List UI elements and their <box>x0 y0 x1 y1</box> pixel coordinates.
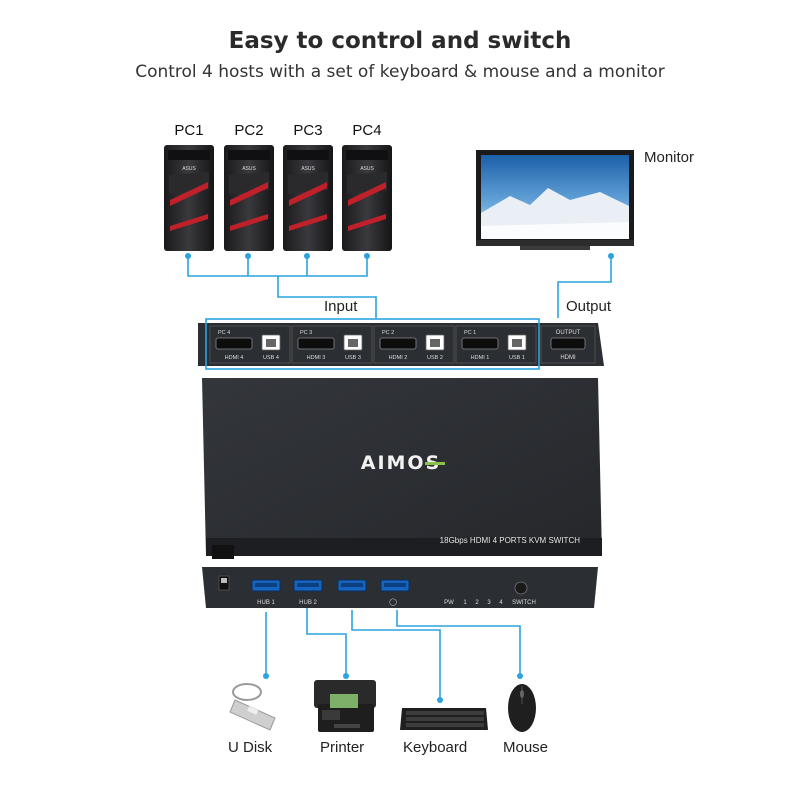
front-usb-port-2: HUB 2 <box>293 579 323 606</box>
front-usb-port-4 <box>380 579 410 592</box>
rear-ports: PC 4 HDMI 4 USB 4 PC 3 HDMI 3 USB 3 PC 2 HDMI 2… <box>209 325 537 364</box>
rear-port-group-2: PC 3 HDMI 3 USB 3 <box>291 325 373 364</box>
pc-tower-4: ASUS <box>342 145 392 251</box>
rear-port-group-3: PC 2 HDMI 2 USB 2 <box>373 325 455 364</box>
monitor-label: Monitor <box>644 149 695 166</box>
indicator-label: 3 <box>487 600 491 606</box>
rear-usb-label: USB 2 <box>427 355 443 361</box>
output-hdmi-port <box>550 337 586 350</box>
keyboard-icon <box>400 708 488 730</box>
indicator-label: PW <box>444 600 454 606</box>
pc-label-2: PC2 <box>234 122 264 139</box>
pc-label-3: PC3 <box>293 122 323 139</box>
connection-dots <box>185 253 614 703</box>
kvm-switch-body: AIMOS 18Gbps HDMI 4 PORTS KVM SWITCH <box>202 378 602 559</box>
front-panel: HUB 1 HUB 2 ◯ PW 1 2 3 4 SWITCH <box>202 567 598 608</box>
brand-logo: AIMOS <box>361 452 442 474</box>
rear-port-group-1: PC 4 HDMI 4 USB 4 <box>209 325 291 364</box>
mouse-peripheral-icon <box>508 684 536 732</box>
pc-tower-3: ASUS <box>283 145 333 251</box>
rear-port-pc-label: PC 4 <box>218 330 230 336</box>
pc-brand-badge: ASUS <box>360 166 374 172</box>
hdmi-port <box>461 337 499 350</box>
mouse-icon: ◯ <box>389 598 397 606</box>
page-title: Easy to control and switch <box>228 28 572 54</box>
pc-tower-1: ASUS <box>164 145 214 251</box>
pc-brand-badge: ASUS <box>242 166 256 172</box>
front-usb-port-3 <box>337 579 367 592</box>
printer-icon <box>314 680 376 732</box>
output-label: Output <box>566 298 612 315</box>
rear-port-pc-label: PC 3 <box>300 330 312 336</box>
rear-port-group-4: PC 1 HDMI 1 USB 1 <box>455 325 537 364</box>
page-subtitle: Control 4 hosts with a set of keyboard &… <box>135 62 665 82</box>
rear-hdmi-label: HDMI 2 <box>389 355 408 361</box>
output-port-label: HDMI <box>560 355 576 361</box>
rear-usb-label: USB 1 <box>509 355 525 361</box>
switch-label: SWITCH <box>512 600 536 606</box>
front-indicators: PW 1 2 3 4 <box>444 600 503 606</box>
output-port-title: OUTPUT <box>556 330 581 336</box>
connection-lines <box>187 256 612 700</box>
pc-tower-2: ASUS <box>224 145 274 251</box>
rear-port-pc-label: PC 2 <box>382 330 394 336</box>
rear-port-pc-label: PC 1 <box>464 330 476 336</box>
hdmi-port <box>297 337 335 350</box>
input-label: Input <box>324 298 358 315</box>
indicator-label: 4 <box>499 600 503 606</box>
peripheral-label-keyboard: Keyboard <box>403 739 468 756</box>
rear-usb-label: USB 3 <box>345 355 361 361</box>
peripheral-label-printer: Printer <box>320 739 365 756</box>
rear-panel: PC 4 HDMI 4 USB 4 PC 3 HDMI 3 USB 3 PC 2 HDMI 2… <box>198 318 604 370</box>
rear-usb-label: USB 4 <box>263 355 279 361</box>
model-text: 18Gbps HDMI 4 PORTS KVM SWITCH <box>440 536 581 545</box>
indicator-label: 1 <box>463 600 467 606</box>
monitor <box>476 150 634 250</box>
switch-button[interactable] <box>514 581 528 595</box>
udisk-icon <box>229 683 276 731</box>
front-usb-ports: HUB 1 HUB 2 <box>251 579 410 606</box>
pc-label-1: PC1 <box>174 122 204 139</box>
rear-hdmi-label: HDMI 4 <box>225 355 244 361</box>
hdmi-port <box>215 337 253 350</box>
rear-hdmi-label: HDMI 3 <box>307 355 326 361</box>
front-usb-port-1: HUB 1 <box>251 579 281 606</box>
pc-label-4: PC4 <box>352 122 382 139</box>
pc-brand-badge: ASUS <box>182 166 196 172</box>
indicator-label: 2 <box>475 600 479 606</box>
peripheral-label-udisk: U Disk <box>228 739 273 756</box>
front-usb-label: HUB 1 <box>257 600 275 606</box>
front-usb-label: HUB 2 <box>299 600 317 606</box>
hdmi-port <box>379 337 417 350</box>
rear-hdmi-label: HDMI 1 <box>471 355 490 361</box>
pc-towers: ASUS ASUS ASUS ASUS <box>164 145 392 251</box>
peripheral-label-mouse: Mouse <box>503 739 549 756</box>
brand-logo-accent <box>425 462 445 465</box>
pc-brand-badge: ASUS <box>301 166 315 172</box>
